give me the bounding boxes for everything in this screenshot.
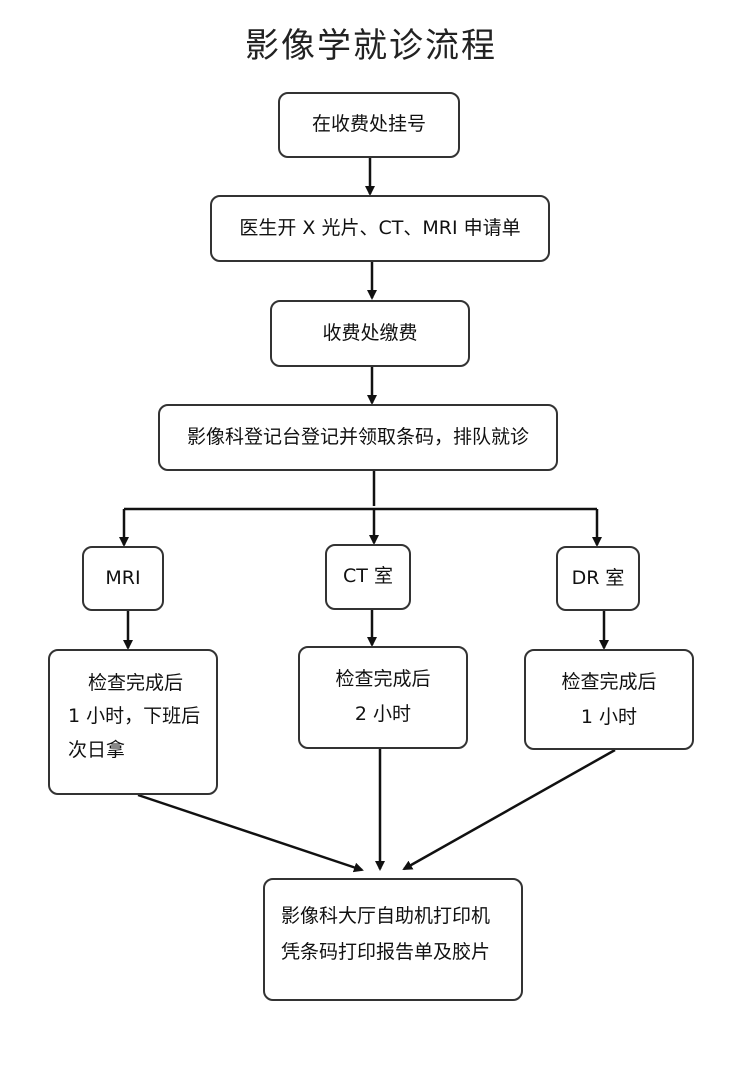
branch-mri: MRI	[82, 546, 164, 611]
mri-result-line-2: 1 小时，下班后	[68, 705, 201, 728]
final-print-step: 影像科大厅自助机打印机 凭条码打印报告单及胶片	[263, 878, 523, 1001]
mri-result-time: 检查完成后 1 小时，下班后 次日拿	[48, 649, 218, 795]
dr-result-line-2: 1 小时	[580, 706, 638, 729]
branch-ct: CT 室	[325, 544, 411, 610]
page-title: 影像学就诊流程	[245, 26, 497, 66]
dr-result-time: 检查完成后 1 小时	[524, 649, 694, 750]
step-doctor-request: 医生开 X 光片、CT、MRI 申请单	[210, 195, 550, 262]
branch-dr: DR 室	[556, 546, 640, 611]
step-checkin-label: 影像科登记台登记并领取条码，排队就诊	[186, 425, 529, 448]
arrow-mri-result-to-final	[137, 793, 364, 873]
step-register-label: 在收费处挂号	[311, 113, 426, 136]
step-payment-label: 收费处缴费	[322, 321, 418, 344]
final-line-2: 凭条码打印报告单及胶片	[281, 941, 491, 964]
branch-ct-label: CT 室	[343, 565, 393, 588]
step-payment: 收费处缴费	[270, 300, 470, 367]
ct-result-time: 检查完成后 2 小时	[298, 646, 468, 749]
step-checkin: 影像科登记台登记并领取条码，排队就诊	[158, 404, 558, 471]
mri-result-line-1: 检查完成后	[88, 672, 184, 694]
mri-result-line-3: 次日拿	[68, 738, 126, 761]
ct-result-line-2: 2 小时	[354, 703, 412, 726]
dr-result-line-1: 检查完成后	[561, 671, 657, 693]
branch-mri-label: MRI	[105, 566, 141, 589]
step-doctor-label: 医生开 X 光片、CT、MRI 申请单	[239, 216, 521, 239]
arrow-dr-result-to-final	[402, 748, 616, 871]
step-register: 在收费处挂号	[278, 92, 460, 158]
branch-dr-label: DR 室	[571, 566, 625, 589]
final-line-1: 影像科大厅自助机打印机	[281, 905, 491, 927]
ct-result-line-1: 检查完成后	[335, 668, 431, 690]
